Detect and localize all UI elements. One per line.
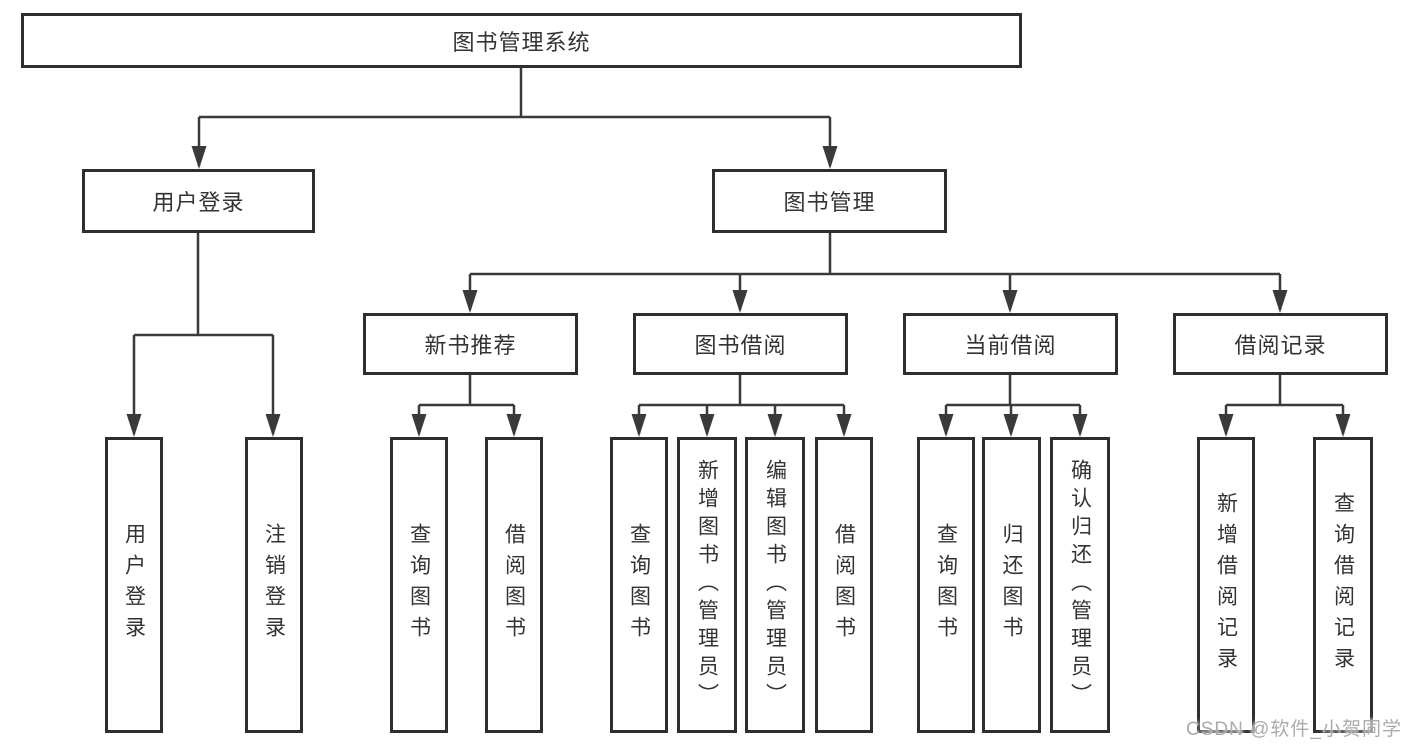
leaf-logout-label: 注销登录 [262,523,286,647]
arrowhead-icon [1335,414,1351,437]
leaf-current-return-books: 归还图书 [982,437,1041,733]
node-root: 图书管理系统 [21,13,1022,68]
leaf-current-query-books-label: 查询图书 [934,523,958,647]
leaf-borrow-add-books-admin: 新增图书（管理员） [677,437,737,733]
leaf-borrow-query-books-label: 查询图书 [627,523,651,647]
node-borrow-records-label: 借阅记录 [1234,333,1327,358]
leaf-recommend-query-books-label: 查询图书 [407,523,431,647]
leaf-borrow-query-books: 查询图书 [610,437,668,733]
leaf-current-query-books: 查询图书 [917,437,975,733]
arrowhead-icon [631,414,647,437]
watermark: CSDN @软件_小贺同学 [1186,719,1402,740]
leaf-recommend-query-books: 查询图书 [390,437,448,733]
node-book-management-label: 图书管理 [783,190,876,215]
arrowhead-icon [1003,414,1019,437]
arrowhead-icon [462,290,478,313]
leaf-borrow-borrow-books-label: 借阅图书 [832,523,856,647]
leaf-user-login-label: 用户登录 [122,523,146,647]
arrowhead-icon [732,290,748,313]
leaf-records-add-record-label: 新增借阅记录 [1214,492,1238,678]
arrowhead-icon [822,146,838,169]
arrowhead-icon [938,414,954,437]
node-book-management: 图书管理 [712,169,947,233]
leaf-recommend-borrow-books-label: 借阅图书 [502,523,526,647]
node-user-login: 用户登录 [82,169,315,233]
leaf-borrow-borrow-books: 借阅图书 [815,437,873,733]
node-current-borrow: 当前借阅 [903,313,1118,375]
node-root-label: 图书管理系统 [452,29,591,55]
leaf-recommend-borrow-books: 借阅图书 [485,437,543,733]
arrowhead-icon [1002,290,1018,313]
leaf-borrow-add-books-admin-label: 新增图书（管理员） [695,459,719,711]
leaf-borrow-edit-books-admin-label: 编辑图书（管理员） [763,459,787,711]
node-user-login-label: 用户登录 [152,190,245,215]
node-new-book-recommend: 新书推荐 [363,313,578,375]
arrowhead-icon [1272,290,1288,313]
leaf-records-add-record: 新增借阅记录 [1197,437,1255,733]
tree-edges [132,68,1345,434]
arrowhead-icon [265,414,281,437]
arrowhead-icon [411,414,427,437]
leaf-current-return-books-label: 归还图书 [1000,523,1023,647]
node-book-borrow-label: 图书借阅 [694,333,787,358]
node-new-book-recommend-label: 新书推荐 [424,333,517,358]
arrowhead-icon [126,414,142,437]
node-book-borrow: 图书借阅 [633,313,848,375]
arrowhead-icon [1072,414,1088,437]
leaf-records-query-record: 查询借阅记录 [1313,437,1373,733]
arrowhead-icon [836,414,852,437]
leaf-logout: 注销登录 [245,437,303,733]
arrowhead-icon [506,414,522,437]
leaf-user-login: 用户登录 [105,437,163,733]
leaf-current-confirm-return-admin: 确认归还（管理员） [1050,437,1110,733]
arrowhead-icon [767,414,783,437]
arrowhead-icon [699,414,715,437]
arrowhead-icon [1218,414,1234,437]
arrowhead-icon [191,146,207,169]
node-borrow-records: 借阅记录 [1173,313,1388,375]
leaf-borrow-edit-books-admin: 编辑图书（管理员） [745,437,805,733]
leaf-current-confirm-return-admin-label: 确认归还（管理员） [1068,459,1092,711]
node-current-borrow-label: 当前借阅 [964,333,1057,358]
leaf-records-query-record-label: 查询借阅记录 [1331,492,1355,678]
